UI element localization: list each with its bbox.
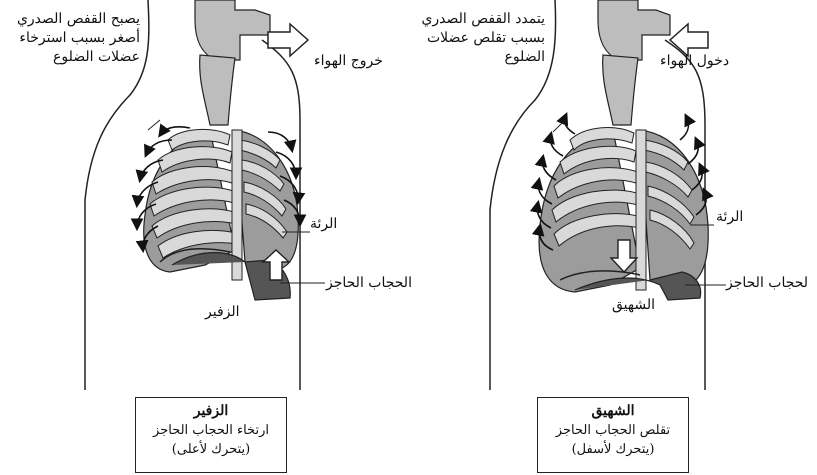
inhale-ribcage-note: يتمدد القفص الصدري بسبب تقلص عضلات الضلو… bbox=[395, 10, 545, 67]
inhale-caption-title: الشهيق bbox=[538, 402, 688, 421]
exhale-trachea bbox=[200, 55, 235, 125]
exhale-head-airway bbox=[195, 0, 270, 60]
exhale-ribcage-note: يصبح القفص الصدري أصغر بسبب استرخاء عضلا… bbox=[0, 10, 140, 67]
inhale-trachea bbox=[603, 55, 638, 125]
exhale-caption-line1: ارتخاء الحجاب الحاجز bbox=[136, 421, 286, 440]
inhale-note-line: بسبب تقلص عضلات bbox=[395, 29, 545, 48]
inhale-caption-box: الشهيق تقلص الحجاب الحاجز (يتحرك لأسفل) bbox=[537, 397, 689, 473]
exhale-air-label: خروج الهواء bbox=[314, 52, 383, 71]
exhale-diaphragm-label: الحجاب الحاجز bbox=[326, 274, 412, 293]
exhale-air-arrow bbox=[268, 24, 308, 56]
inhale-movement-label: الشهيق bbox=[612, 296, 655, 315]
exhale-lung-label: الرئة bbox=[310, 215, 337, 234]
inhale-caption-line2: (يتحرك لأسفل) bbox=[538, 440, 688, 459]
inhale-head-airway bbox=[598, 0, 670, 60]
inhale-spine bbox=[636, 130, 646, 290]
inhale-caption-line1: تقلص الحجاب الحاجز bbox=[538, 421, 688, 440]
inhale-diaphragm-label: لحجاب الحاجز bbox=[726, 274, 808, 293]
inhale-air-label: دخول الهواء bbox=[660, 52, 729, 71]
exhale-caption-line2: (يتحرك لأعلى) bbox=[136, 440, 286, 459]
exhale-movement-label: الزفير bbox=[205, 303, 240, 322]
exhale-caption-box: الزفير ارتخاء الحجاب الحاجز (يتحرك لأعلى… bbox=[135, 397, 287, 473]
exhale-note-line: يصبح القفص الصدري bbox=[0, 10, 140, 29]
inhale-note-line: الضلوع bbox=[395, 48, 545, 67]
exhale-note-line: أصغر بسبب استرخاء bbox=[0, 29, 140, 48]
exhale-note-line: عضلات الضلوع bbox=[0, 48, 140, 67]
inhale-note-line: يتمدد القفص الصدري bbox=[395, 10, 545, 29]
inhale-lung-label: الرئة bbox=[716, 208, 743, 227]
exhale-caption-title: الزفير bbox=[136, 402, 286, 421]
